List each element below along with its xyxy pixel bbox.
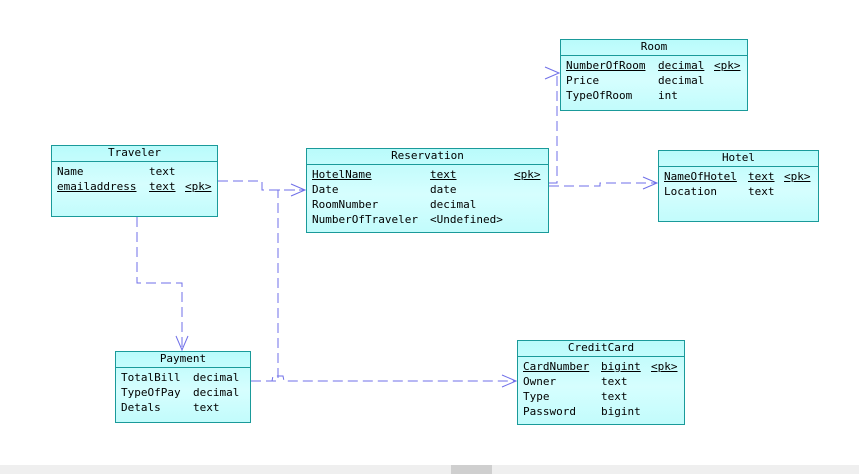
connector-payment-creditcard[interactable]	[251, 375, 516, 382]
attribute-row: NumberOfRoom decimal <pk>	[566, 59, 741, 72]
arrowhead-payment	[175, 335, 189, 352]
attribute-row: TypeOfPay decimal	[121, 386, 240, 399]
attribute-row: Price decimal	[566, 74, 705, 87]
attribute-row: RoomNumber decimal	[312, 198, 477, 211]
horizontal-scrollbar[interactable]	[0, 465, 859, 474]
entity-title: Room	[561, 40, 747, 56]
arrowhead-hotel	[642, 176, 659, 190]
entity-payment[interactable]: Payment TotalBill decimal TypeOfPay deci…	[115, 351, 251, 423]
entity-room[interactable]: Room NumberOfRoom decimal <pk> Price dec…	[560, 39, 748, 111]
entity-title: Reservation	[307, 149, 548, 165]
entity-title: Payment	[116, 352, 250, 368]
attribute-row: Detals text	[121, 401, 220, 414]
entity-title: CreditCard	[518, 341, 684, 357]
attribute-row: CardNumber bigint <pk>	[523, 360, 678, 373]
arrowhead-reservation	[290, 183, 307, 197]
connector-payment-reservation[interactable]	[251, 189, 304, 382]
attribute-row: TotalBill decimal	[121, 371, 240, 384]
connector-traveler-payment[interactable]	[136, 217, 183, 349]
arrowhead-creditcard	[501, 374, 518, 388]
attribute-row: emailaddress text <pk>	[57, 180, 212, 193]
attribute-row: HotelName text <pk>	[312, 168, 541, 181]
attribute-row: Password bigint	[523, 405, 641, 418]
attribute-row: NumberOfTraveler <Undefined>	[312, 213, 503, 226]
attribute-row: Type text	[523, 390, 628, 403]
entity-traveler[interactable]: Traveler Name text emailaddress text <pk…	[51, 145, 218, 217]
entity-hotel[interactable]: Hotel NameOfHotel text <pk> Location tex…	[658, 150, 819, 222]
entity-title: Traveler	[52, 146, 217, 162]
attribute-row: TypeOfRoom int	[566, 89, 678, 102]
arrowhead-room	[544, 66, 561, 80]
attribute-row: Date date	[312, 183, 457, 196]
connector-reservation-hotel[interactable]	[549, 182, 657, 187]
connector-reservation-room[interactable]	[549, 72, 559, 184]
attribute-row: Name text	[57, 165, 176, 178]
scrollbar-thumb[interactable]	[451, 465, 492, 474]
attribute-row: Location text	[664, 185, 775, 198]
entity-reservation[interactable]: Reservation HotelName text <pk> Date dat…	[306, 148, 549, 233]
entity-creditcard[interactable]: CreditCard CardNumber bigint <pk> Owner …	[517, 340, 685, 425]
connector-traveler-reservation[interactable]	[218, 180, 304, 191]
attribute-row: NameOfHotel text <pk>	[664, 170, 811, 183]
attribute-row: Owner text	[523, 375, 628, 388]
entity-title: Hotel	[659, 151, 818, 167]
